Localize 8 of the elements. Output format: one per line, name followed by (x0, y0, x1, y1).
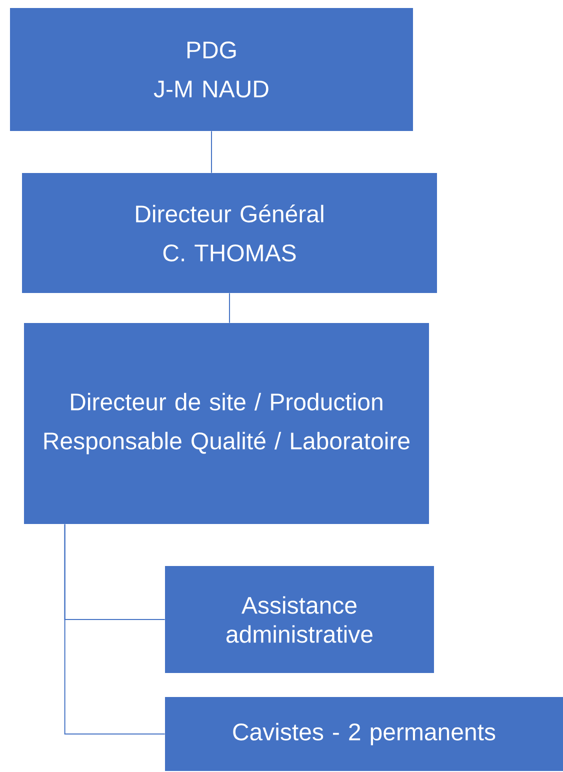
connector-line (229, 292, 230, 324)
org-box: Cavistes - 2 permanents (165, 697, 563, 771)
connector-line (64, 524, 166, 734)
org-box: PDG J-M NAUD (10, 8, 413, 131)
connector-line (211, 130, 212, 174)
org-box: Directeur de site / Production Responsable Qualité / Laboratoire (24, 323, 429, 524)
org-box: Directeur Général C. THOMAS (22, 173, 437, 293)
org-box: Assistance administrative (165, 566, 434, 673)
